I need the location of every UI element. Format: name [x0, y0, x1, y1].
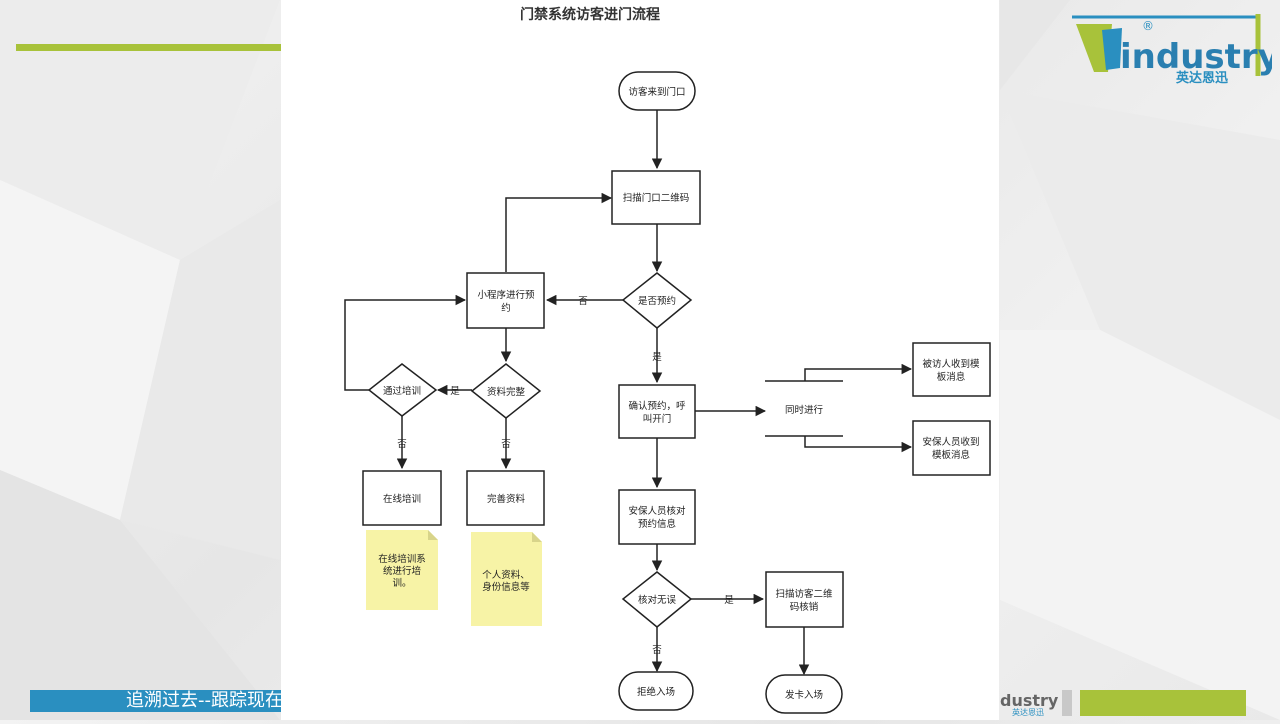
- label-host-1: 被访人收到模: [922, 358, 980, 370]
- accent-line-left: [16, 44, 281, 51]
- label-parallel: 同时进行: [785, 404, 824, 416]
- node-scan-qr: [611, 170, 701, 225]
- label-reserved: 是否预约: [638, 295, 676, 307]
- node-security-msg: [912, 420, 991, 476]
- registered-mark: ®: [1142, 19, 1154, 33]
- note2-line2: 身份信息等: [482, 581, 530, 593]
- label-training-pass: 通过培训: [383, 385, 421, 397]
- edge-mini-scan: [505, 192, 613, 272]
- note1-line2: 统进行培: [383, 565, 422, 577]
- node-training-pass: [367, 363, 438, 417]
- node-host-msg: [912, 342, 991, 397]
- edge-label-no-reserved: 否: [578, 296, 588, 307]
- edge-training-mini: [344, 294, 467, 391]
- node-confirm: [618, 384, 696, 439]
- node-reserved: [621, 272, 693, 329]
- label-start: 访客来到门口: [628, 86, 685, 98]
- footer-logo-cn: 英达恩迅: [1012, 707, 1044, 716]
- label-online-training: 在线培训: [383, 493, 421, 505]
- label-mini-1: 小程序进行预: [477, 289, 535, 301]
- label-mini-2: 约: [501, 302, 511, 314]
- note-training: [366, 530, 438, 610]
- label-scan-qr: 扫描门口二维码: [623, 192, 690, 204]
- logo-cn: 英达恩迅: [1175, 70, 1228, 86]
- label-check-2: 预约信息: [638, 518, 676, 530]
- label-scan-visitor-2: 码核销: [790, 601, 819, 613]
- label-confirm-1: 确认预约，呼: [628, 400, 686, 412]
- edge-label-yes-reserved: 是: [652, 352, 662, 363]
- note1-line3: 训。: [392, 578, 411, 589]
- footer-green-block: [1080, 690, 1246, 716]
- edge-parallel-host: [804, 363, 913, 381]
- node-online-training: [362, 470, 442, 526]
- flowchart: 访客来到门口 扫描门口二维码 是否预约 小程序进行预 约 通过培训 资料完整 在…: [344, 71, 991, 714]
- edge-label-yes-complete: 是: [450, 386, 460, 397]
- footer-gray-block: [1062, 690, 1072, 716]
- edge-label-no-training: 否: [397, 439, 407, 450]
- node-scan-visitor: [765, 571, 844, 628]
- node-security-check: [618, 489, 696, 545]
- footer-banner: 追溯过去--跟踪现在: [30, 690, 281, 712]
- node-miniprogram: [466, 272, 545, 329]
- edge-parallel-security: [804, 436, 913, 453]
- label-confirm-2: 叫开门: [643, 413, 672, 425]
- note-personal-data: [471, 532, 542, 626]
- edge-label-no-verify: 否: [652, 645, 662, 656]
- node-check-ok: [621, 571, 693, 628]
- label-check-1: 安保人员核对: [628, 505, 686, 517]
- label-scan-visitor-1: 扫描访客二维: [775, 588, 833, 600]
- diagram-title: 门禁系统访客进门流程: [520, 7, 660, 23]
- logo-wordmark: industry: [1120, 37, 1272, 77]
- label-sec-1: 安保人员收到: [922, 436, 979, 448]
- label-host-2: 板消息: [937, 371, 966, 383]
- label-issue-card: 发卡入场: [785, 689, 823, 701]
- label-check-ok: 核对无误: [638, 594, 677, 606]
- label-sec-2: 模板消息: [932, 449, 970, 461]
- label-data-complete: 资料完整: [487, 386, 526, 398]
- node-issue-card: [765, 674, 843, 714]
- node-data-complete: [470, 363, 542, 419]
- label-complete-data: 完善资料: [487, 493, 526, 505]
- edge-label-no-complete: 否: [501, 439, 511, 450]
- footer-logo-text: dustry: [1000, 691, 1059, 710]
- footer-logo: dustry 英达恩迅: [1000, 691, 1059, 716]
- label-reject: 拒绝入场: [637, 686, 675, 698]
- diagram-slide: 访客来到门口 扫描门口二维码 是否预约 小程序进行预 约 通过培训 资料完整 在…: [281, 0, 999, 720]
- footer-text: 追溯过去--跟踪现在: [126, 690, 281, 711]
- note2-line1: 个人资料、: [482, 569, 530, 581]
- industry-logo: industry ® 英达恩迅: [1072, 14, 1272, 86]
- node-complete-data: [466, 470, 545, 526]
- node-start: [618, 71, 696, 111]
- node-reject: [618, 671, 694, 711]
- edge-label-yes-verify: 是: [724, 595, 734, 606]
- note1-line1: 在线培训系: [378, 553, 426, 565]
